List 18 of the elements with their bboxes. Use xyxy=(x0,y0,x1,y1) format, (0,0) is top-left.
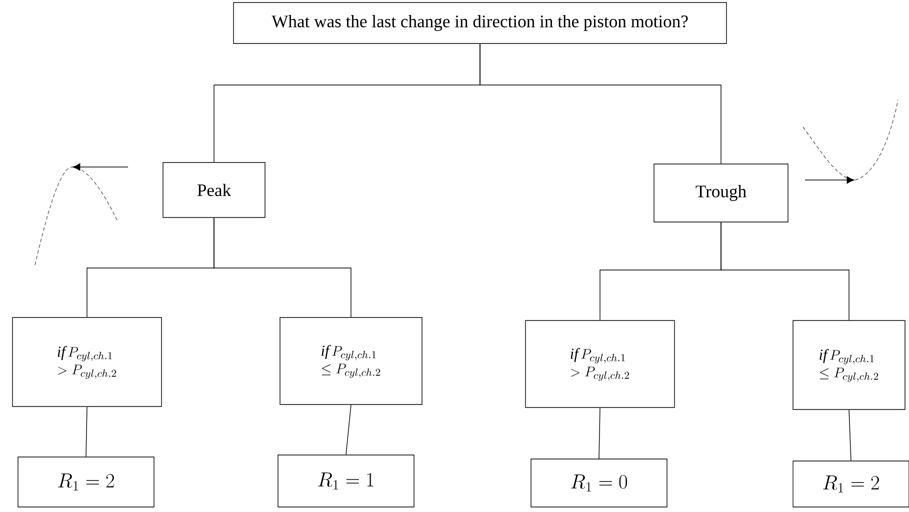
condition-box: $\begin{array}{l} \mathit{if}\,P_{cyl,ch.1} \\ \leq P_{cyl,ch.2}\end{array}$ xyxy=(792,320,906,410)
condition-box: $\begin{array}{l} \mathit{if}\,P_{cyl,ch.1} \\ \leq P_{cyl,ch.2}\end{array}$ xyxy=(280,317,422,405)
question-box: What was the last change in direction in the piston motion? xyxy=(233,2,727,44)
condition-box: $\begin{array}{l} \mathit{if}\,P_{cyl,ch.1} \\ > P_{cyl,ch.2}\end{array}$ xyxy=(12,317,162,407)
condition-box: $\begin{array}{l} \mathit{if}\,P_{cyl,ch.1} \\ > P_{cyl,ch.2}\end{array}$ xyxy=(525,320,675,408)
result-box: $R_1 = 2$ xyxy=(792,460,909,508)
connector-line xyxy=(480,44,722,164)
connector-line xyxy=(720,222,850,320)
result-box: $R_1 = 2$ xyxy=(18,456,154,508)
decision-box: Peak xyxy=(162,162,266,218)
connector-line xyxy=(346,404,352,455)
result-box: $R_1 = 0$ xyxy=(530,458,668,508)
connector-line xyxy=(598,407,600,459)
connector-line xyxy=(214,217,352,318)
connector-line xyxy=(848,409,852,461)
decision-box: Trough xyxy=(654,164,788,222)
result-box: $R_1 = 1$ xyxy=(278,454,414,508)
connector-line xyxy=(86,406,88,457)
